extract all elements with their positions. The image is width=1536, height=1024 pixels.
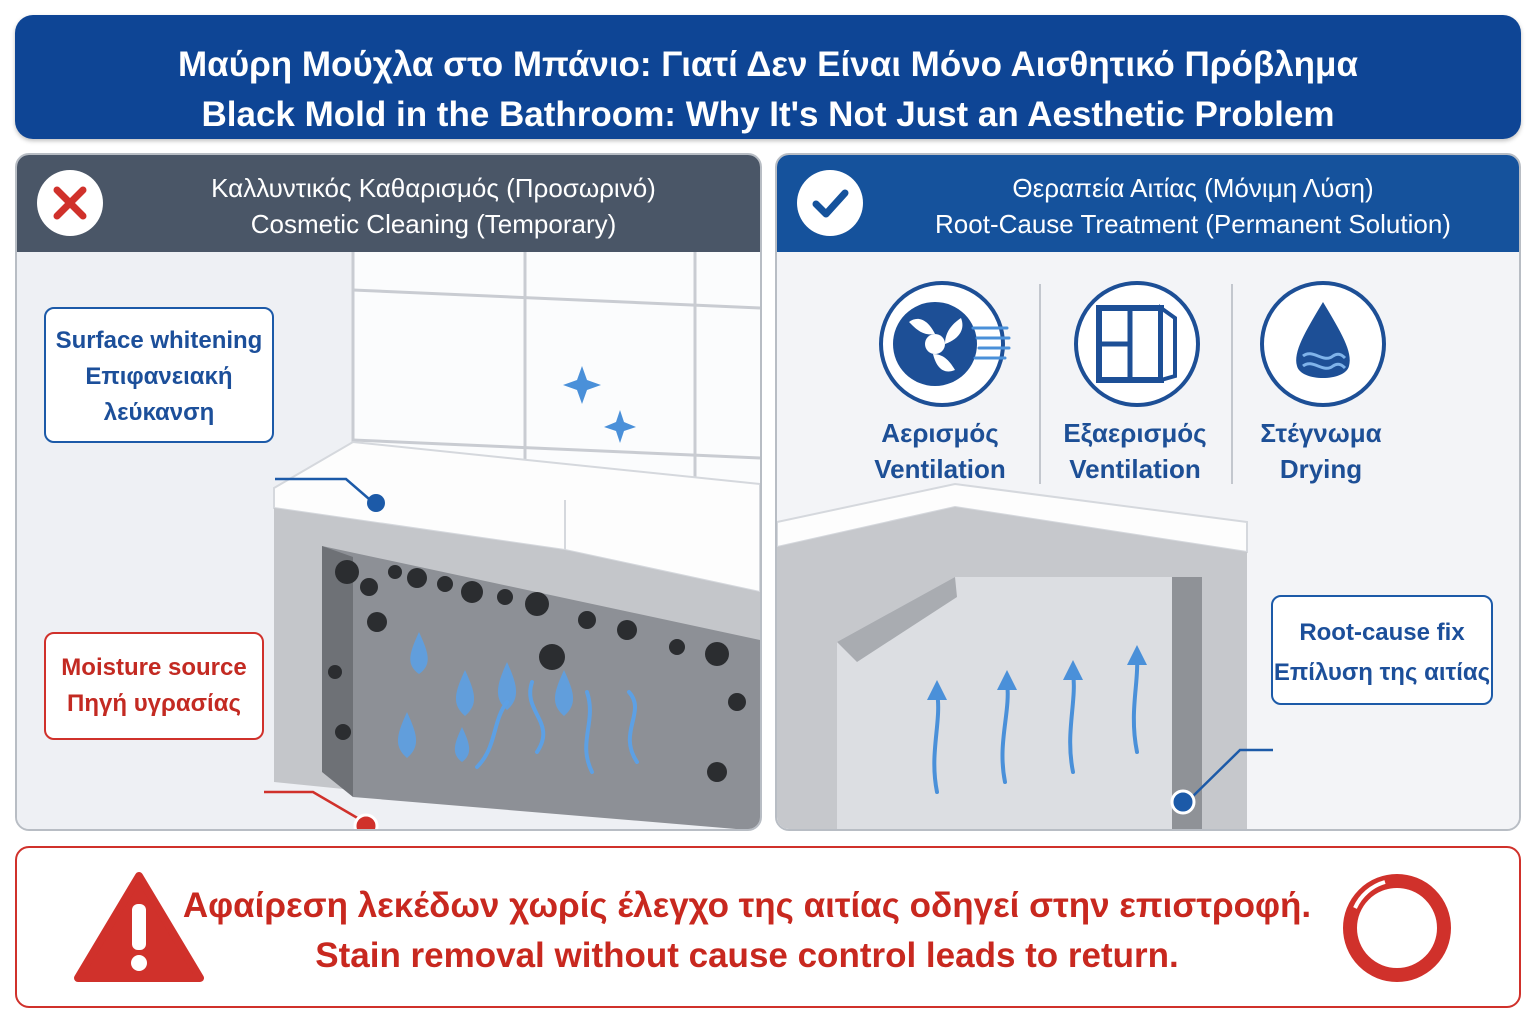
callout-line-1: Moisture source bbox=[61, 654, 247, 681]
label-greek: Αερισμός bbox=[881, 418, 999, 448]
label-english: Drying bbox=[1279, 454, 1363, 484]
callout-line-3: λεύκανση bbox=[103, 399, 215, 426]
root-cause-panel-header: Θεραπεία Αιτίας (Μόνιμη Λύση) Root-Cause… bbox=[777, 155, 1519, 252]
footer-text-english: Stain removal without cause control lead… bbox=[315, 936, 1179, 975]
warning-triangle-icon bbox=[74, 872, 204, 982]
fan-label: Αερισμός Ventilation bbox=[840, 415, 1040, 487]
dry-tub-illustration bbox=[777, 252, 1519, 829]
label-greek: Εξαερισμός bbox=[1063, 418, 1207, 448]
label-english: Ventilation bbox=[1069, 454, 1201, 484]
cosmetic-title-english: Cosmetic Cleaning (Temporary) bbox=[250, 209, 617, 239]
footer-text-greek: Αφαίρεση λεκέδων χωρίς έλεγχο της αιτίας… bbox=[182, 886, 1312, 925]
x-icon bbox=[37, 170, 103, 236]
cosmetic-cleaning-panel: Καλλυντικός Καθαρισμός (Προσωρινό) Cosme… bbox=[15, 153, 762, 831]
label-english: Ventilation bbox=[874, 454, 1006, 484]
title-english: Black Mold in the Bathroom: Why It's Not… bbox=[201, 95, 1335, 134]
callout-line-1: Surface whitening bbox=[55, 327, 263, 354]
cosmetic-panel-header: Καλλυντικός Καθαρισμός (Προσωρινό) Cosme… bbox=[17, 155, 760, 252]
title-banner: Μαύρη Μούχλα στο Μπάνιο: Γιατί Δεν Είναι… bbox=[15, 15, 1521, 139]
callout-line-2: Επιφανειακή bbox=[85, 363, 233, 390]
warning-footer: Αφαίρεση λεκέδων χωρίς έλεγχο της αιτίας… bbox=[15, 846, 1521, 1008]
window-label: Εξαερισμός Ventilation bbox=[1035, 415, 1235, 487]
title-greek: Μαύρη Μούχλα στο Μπάνιο: Γιατί Δεν Είναι… bbox=[178, 45, 1358, 84]
water-drop-icon bbox=[1260, 281, 1386, 407]
callout-line-1: Root-cause fix bbox=[1299, 619, 1465, 646]
root-cause-fix-callout: Root-cause fix Επίλυση της αιτίας bbox=[1271, 595, 1493, 705]
root-cause-panel: Θεραπεία Αιτίας (Μόνιμη Λύση) Root-Cause… bbox=[775, 153, 1521, 831]
drying-label: Στέγνωμα Drying bbox=[1221, 415, 1421, 487]
root-cause-title-english: Root-Cause Treatment (Permanent Solution… bbox=[935, 209, 1451, 239]
moldy-tub-illustration bbox=[17, 252, 760, 829]
callout-line-2: Πηγή υγρασίας bbox=[67, 690, 241, 717]
cosmetic-title-greek: Καλλυντικός Καθαρισμός (Προσωρινό) bbox=[211, 173, 656, 203]
callout-line-2: Επίλυση της αιτίας bbox=[1273, 659, 1491, 686]
moisture-source-callout: Moisture source Πηγή υγρασίας bbox=[44, 632, 264, 740]
surface-whitening-callout: Surface whitening Επιφανειακή λεύκανση bbox=[44, 307, 274, 443]
root-cause-title-greek: Θεραπεία Αιτίας (Μόνιμη Λύση) bbox=[1012, 173, 1374, 203]
window-icon bbox=[1074, 281, 1200, 407]
cycle-ring-icon bbox=[1343, 874, 1451, 982]
fan-icon bbox=[879, 281, 1011, 407]
label-greek: Στέγνωμα bbox=[1260, 418, 1382, 448]
check-icon bbox=[797, 170, 863, 236]
